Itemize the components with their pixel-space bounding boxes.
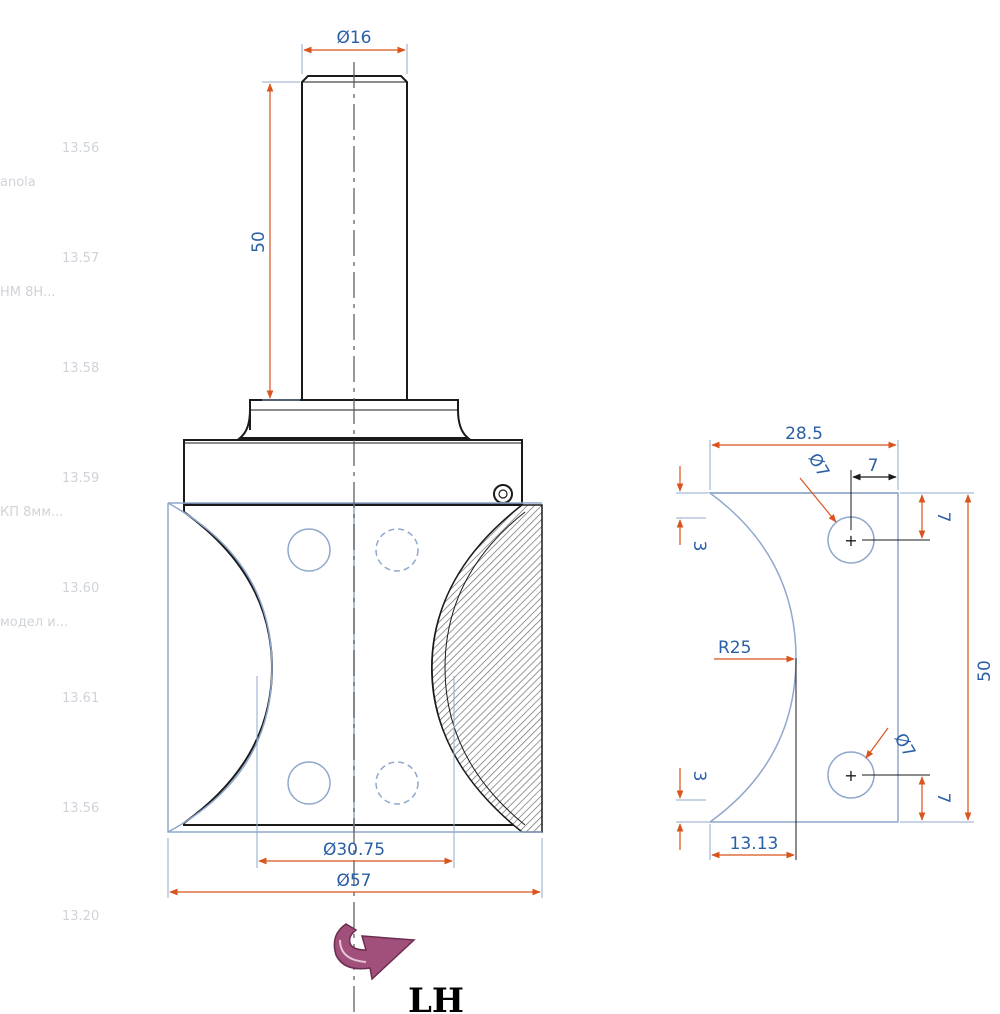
router-bit-view: Ø16 50 Ø30.75 Ø57 LH [167, 28, 543, 1014]
hole-right-bottom-hidden [375, 761, 419, 805]
cutter-hatched-section [431, 504, 543, 833]
dim-hole-offset-bottom-label: 7 [933, 793, 953, 804]
dim-hole-top-leader [799, 477, 837, 523]
ghost-time-8: 13.20 [62, 909, 99, 924]
ghost-fragment-4: модел и... [0, 615, 68, 630]
ghost-fragment-2: НМ 8Н... [0, 285, 56, 300]
dim-hole-offset-top-label: 7 [933, 512, 953, 523]
dim-profile-width-label: 28.5 [785, 424, 823, 444]
ghost-time-1: 13.56 [62, 141, 99, 156]
dim-hole-bottom-leader [865, 727, 889, 759]
dim-depth-label: 13.13 [730, 834, 779, 854]
dim-radius-label: R25 [718, 638, 751, 658]
ghost-time-6: 13.61 [62, 691, 99, 706]
rotation-arrow-icon [333, 923, 416, 981]
ghost-time-5: 13.60 [62, 581, 99, 596]
ghost-time-3: 13.58 [62, 361, 99, 376]
dim-outer-diameter-label: Ø57 [336, 871, 371, 891]
ghost-fragment-1: anola [0, 175, 36, 190]
dim-inner-diameter-label: Ø30.75 [323, 840, 385, 860]
dim-edge-top-label: 3 [689, 541, 709, 552]
dim-hole-offset-x-label: 7 [868, 456, 879, 476]
rotation-label: LH [408, 981, 464, 1014]
ghost-fragment-3: КП 8мм... [0, 505, 63, 520]
dim-profile-height-label: 50 [975, 660, 995, 682]
background-ghost-text: 13.56 anola 13.57 НМ 8Н... 13.58 13.59 К… [0, 141, 99, 924]
profile-detail-view: + + 28.5 7 Ø7 Ø7 50 7 7 [676, 424, 995, 860]
ghost-time-2: 13.57 [62, 251, 99, 266]
dim-hole-top-diameter-label: Ø7 [804, 450, 833, 481]
profile-hole-top-centre-icon: + [844, 531, 857, 550]
ghost-time-4: 13.59 [62, 471, 99, 486]
profile-hole-bottom-centre-icon: + [844, 766, 857, 785]
dim-shank-diameter-label: Ø16 [336, 28, 371, 48]
ghost-time-7: 13.56 [62, 801, 99, 816]
hole-left-top [287, 528, 331, 572]
set-screw-inner-icon [498, 489, 508, 499]
set-screw-icon [493, 484, 513, 504]
profile-overlay [167, 502, 354, 833]
cutter-blade-inner-edge [444, 511, 526, 826]
body-upper-block [183, 439, 523, 505]
dim-edge-bottom-label: 3 [689, 771, 709, 782]
hole-left-bottom [287, 761, 331, 805]
dim-shank-length-label: 50 [249, 231, 269, 253]
hole-right-top-hidden [375, 528, 419, 572]
